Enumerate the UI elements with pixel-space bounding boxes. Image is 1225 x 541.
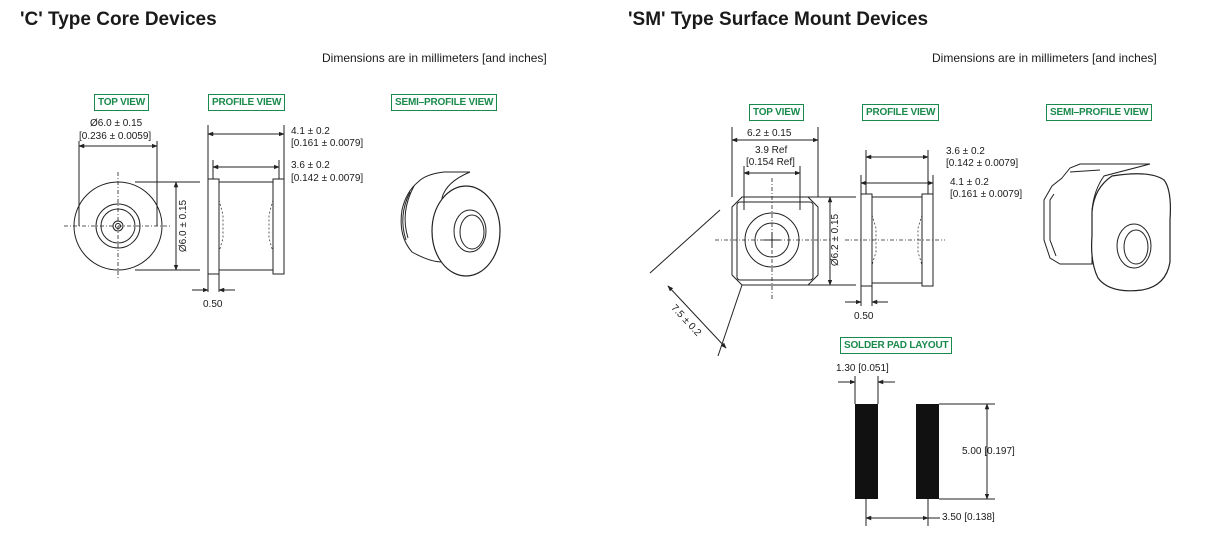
c-length2-in: [0.142 ± 0.0079] [291,173,364,184]
pad-height: 5.00 [0.197] [962,446,1015,457]
sm-semi-profile-drawing [1043,163,1171,292]
c-semi-profile-badge: SEMI–PROFILE VIEW [391,94,498,111]
c-flange-thickness: 0.50 [203,299,223,310]
c-top-view-drawing [64,141,200,280]
solder-pad-right [916,404,939,499]
sm-width: 6.2 ± 0.15 [747,128,792,139]
sm-length1-mm: 4.1 ± 0.2 [950,177,989,188]
pad-spacing: 3.50 [0.138] [942,512,995,523]
sm-ref-in: [0.154 Ref] [746,157,795,168]
sm-length1-in: [0.161 ± 0.0079] [950,189,1023,200]
c-diameter-mm: Ø6.0 ± 0.15 [90,118,143,129]
sm-length2-mm: 3.6 ± 0.2 [946,146,985,157]
c-dimensions-note: Dimensions are in millimeters [and inche… [322,51,547,65]
solder-pad-drawing [838,376,995,526]
c-diameter-in: [0.236 ± 0.0059] [79,131,152,142]
c-vertical-diameter: Ø6.0 ± 0.15 [178,199,190,253]
c-type-title: 'C' Type Core Devices [20,9,217,30]
pad-width: 1.30 [0.051] [836,363,889,374]
sm-top-view-badge: TOP VIEW [749,104,804,121]
sm-dimensions-note: Dimensions are in millimeters [and inche… [932,51,1157,65]
sm-ref-mm: 3.9 Ref [755,145,788,156]
c-length1-in: [0.161 ± 0.0079] [291,138,364,149]
c-length2-mm: 3.6 ± 0.2 [291,160,330,171]
sm-profile-view-badge: PROFILE VIEW [862,104,940,121]
c-profile-view-drawing [192,125,285,293]
c-length1-mm: 4.1 ± 0.2 [291,126,330,137]
sm-top-view-drawing [649,127,856,357]
c-top-view-badge: TOP VIEW [94,94,149,111]
solder-pad-layout-badge: SOLDER PAD LAYOUT [840,337,953,354]
sm-length2-in: [0.142 ± 0.0079] [946,158,1019,169]
sm-vertical-diameter: Ø6.2 ± 0.15 [830,213,842,267]
sm-flange-thickness: 0.50 [854,311,874,322]
c-semi-profile-drawing [400,171,501,277]
c-profile-view-badge: PROFILE VIEW [208,94,286,111]
sm-profile-view-drawing [845,150,945,306]
sm-type-title: 'SM' Type Surface Mount Devices [628,9,929,30]
sm-semi-profile-badge: SEMI–PROFILE VIEW [1046,104,1153,121]
solder-pad-left [855,404,878,499]
